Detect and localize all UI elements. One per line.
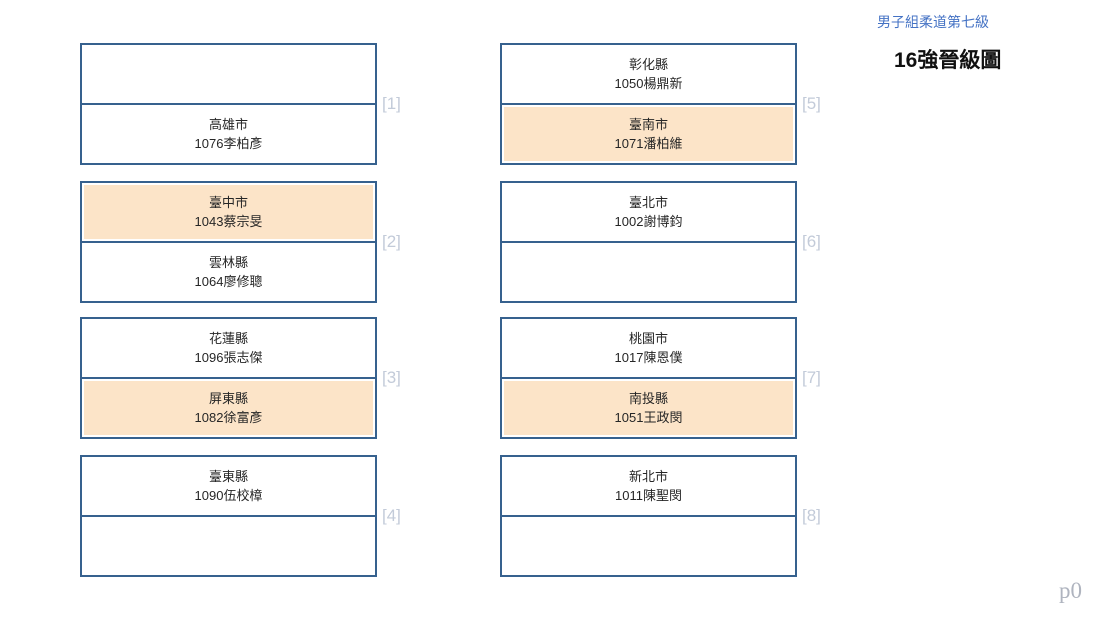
match-box: 臺中市 1043蔡宗旻 雲林縣 1064廖修聰 xyxy=(80,181,377,303)
athlete-entry: 1017陳恩僕 xyxy=(614,350,683,365)
team-name: 高雄市 xyxy=(208,117,248,132)
match-box: 彰化縣 1050楊鼎新 臺南市 1071潘柏維 xyxy=(500,43,797,165)
athlete-entry: 1050楊鼎新 xyxy=(614,76,683,91)
match-slot-top: 桃園市 1017陳恩僕 xyxy=(502,319,795,377)
match-slot-bottom: 臺南市 1071潘柏維 xyxy=(502,103,795,163)
team-name: 臺中市 xyxy=(208,195,248,210)
page-number: p0 xyxy=(1059,578,1082,603)
slot-fill: 臺中市 1043蔡宗旻 xyxy=(84,185,373,239)
team-name: 雲林縣 xyxy=(208,255,248,270)
athlete-entry: 1076李柏彥 xyxy=(194,136,263,151)
athlete-entry: 1090伍校樟 xyxy=(194,488,263,503)
match-box: 臺北市 1002謝博鈞 xyxy=(500,181,797,303)
slot-fill: 臺南市 1071潘柏維 xyxy=(504,107,793,161)
match-slot-top: 臺中市 1043蔡宗旻 xyxy=(82,183,375,241)
match-slot-top: 新北市 1011陳聖閔 xyxy=(502,457,795,515)
match-number-label: [3] xyxy=(382,368,401,387)
match-box: 桃園市 1017陳恩僕 南投縣 1051王政閔 xyxy=(500,317,797,439)
slot-fill xyxy=(84,47,373,101)
slot-fill: 花蓮縣 1096張志傑 xyxy=(84,321,373,375)
athlete-entry: 1064廖修聰 xyxy=(194,274,263,289)
match-slot-top: 花蓮縣 1096張志傑 xyxy=(82,319,375,377)
match-number-label: [8] xyxy=(802,506,821,525)
team-name: 彰化縣 xyxy=(628,57,668,72)
page-title: 16強晉級圖 xyxy=(894,49,1002,72)
match-number-label: [5] xyxy=(802,94,821,113)
match-slot-bottom: 高雄市 1076李柏彥 xyxy=(82,103,375,163)
match-slot-bottom: 屏東縣 1082徐富彥 xyxy=(82,377,375,437)
match-number-label: [1] xyxy=(382,94,401,113)
slot-fill: 臺東縣 1090伍校樟 xyxy=(84,459,373,513)
match-box: 臺東縣 1090伍校樟 xyxy=(80,455,377,577)
division-title: 男子組柔道第七級 xyxy=(877,14,989,30)
athlete-entry: 1082徐富彥 xyxy=(194,410,263,425)
match-number-label: [4] xyxy=(382,506,401,525)
match-slot-top: 臺北市 1002謝博鈞 xyxy=(502,183,795,241)
athlete-entry: 1096張志傑 xyxy=(194,350,263,365)
match-box: 高雄市 1076李柏彥 xyxy=(80,43,377,165)
slot-fill: 彰化縣 1050楊鼎新 xyxy=(504,47,793,101)
slot-fill: 臺北市 1002謝博鈞 xyxy=(504,185,793,239)
match-slot-bottom xyxy=(502,241,795,301)
slot-fill: 新北市 1011陳聖閔 xyxy=(504,459,793,513)
match-slot-bottom xyxy=(82,515,375,575)
athlete-entry: 1043蔡宗旻 xyxy=(194,214,263,229)
match-number-label: [7] xyxy=(802,368,821,387)
team-name: 臺北市 xyxy=(628,195,668,210)
team-name: 新北市 xyxy=(628,469,668,484)
team-name: 臺東縣 xyxy=(208,469,248,484)
team-name: 花蓮縣 xyxy=(208,331,248,346)
athlete-entry: 1051王政閔 xyxy=(614,410,683,425)
slot-fill: 屏東縣 1082徐富彥 xyxy=(84,381,373,435)
team-name: 桃園市 xyxy=(628,331,668,346)
slot-fill: 高雄市 1076李柏彥 xyxy=(84,107,373,161)
match-slot-top: 臺東縣 1090伍校樟 xyxy=(82,457,375,515)
match-slot-bottom: 南投縣 1051王政閔 xyxy=(502,377,795,437)
match-number-label: [6] xyxy=(802,232,821,251)
team-name: 屏東縣 xyxy=(208,391,248,406)
match-slot-bottom xyxy=(502,515,795,575)
slot-fill: 桃園市 1017陳恩僕 xyxy=(504,321,793,375)
match-slot-top: 彰化縣 1050楊鼎新 xyxy=(502,45,795,103)
match-box: 花蓮縣 1096張志傑 屏東縣 1082徐富彥 xyxy=(80,317,377,439)
athlete-entry: 1002謝博鈞 xyxy=(614,214,683,229)
slot-fill: 雲林縣 1064廖修聰 xyxy=(84,245,373,299)
athlete-entry: 1011陳聖閔 xyxy=(615,488,682,503)
match-number-label: [2] xyxy=(382,232,401,251)
slot-fill: 南投縣 1051王政閔 xyxy=(504,381,793,435)
slot-fill xyxy=(504,519,793,573)
match-slot-bottom: 雲林縣 1064廖修聰 xyxy=(82,241,375,301)
athlete-entry: 1071潘柏維 xyxy=(614,136,683,151)
team-name: 南投縣 xyxy=(628,391,668,406)
team-name: 臺南市 xyxy=(628,117,668,132)
slot-fill xyxy=(84,519,373,573)
match-slot-top xyxy=(82,45,375,103)
slot-fill xyxy=(504,245,793,299)
match-box: 新北市 1011陳聖閔 xyxy=(500,455,797,577)
